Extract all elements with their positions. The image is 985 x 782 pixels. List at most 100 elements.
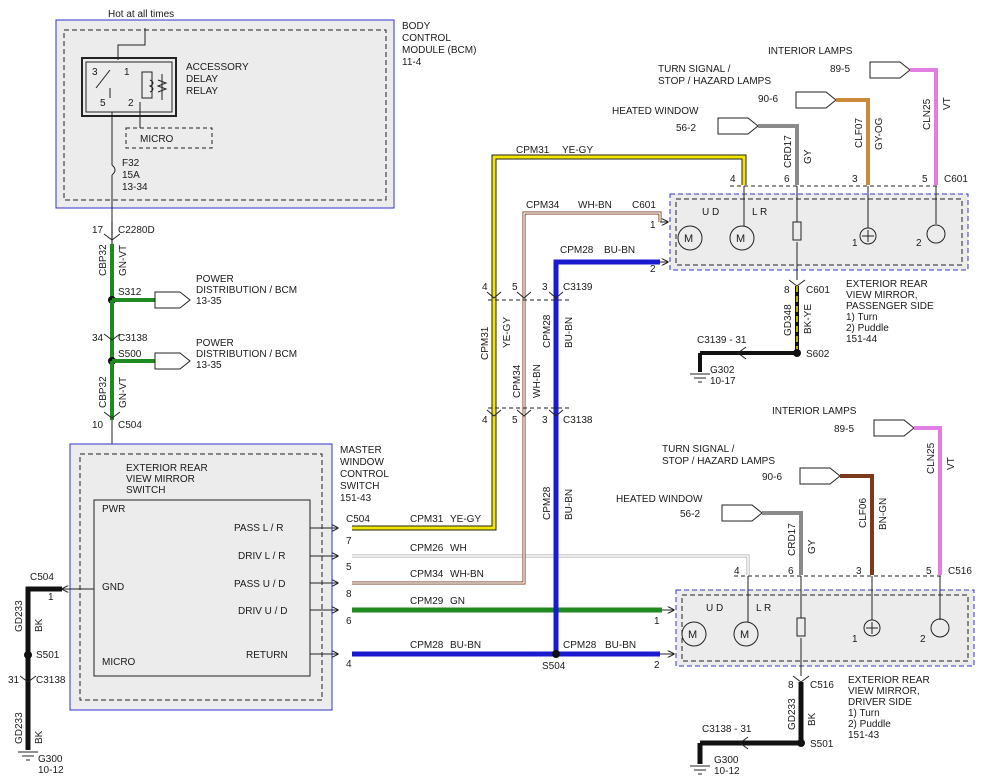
d-heater-element	[796, 617, 806, 637]
out-return: RETURN	[246, 650, 288, 661]
gl-pin31: 31	[8, 675, 20, 686]
c3138-label: C3138	[118, 333, 148, 344]
d-motor-lr	[733, 621, 759, 647]
out-pin-8: 8	[346, 589, 352, 600]
p-g302: G302	[710, 365, 735, 376]
d-motor-ud	[681, 621, 707, 647]
d-c3138-31: C3138 - 31	[702, 724, 752, 735]
d-gy: GY	[807, 539, 818, 554]
gl-g300: G300	[38, 754, 63, 765]
d-interior-lamps: INTERIOR LAMPS	[772, 406, 857, 417]
p-lr: L R	[752, 207, 767, 218]
p-ud: U D	[702, 207, 719, 218]
master-title-1: MASTER	[340, 445, 382, 456]
master-title-3: CONTROL	[340, 469, 389, 480]
relay-pin-1: 1	[124, 67, 130, 78]
p-s602: S602	[806, 349, 830, 360]
sig-cpm31-vert: CPM31	[480, 326, 491, 360]
sig-whbn-top: WH-BN	[578, 200, 612, 211]
c3139-label: C3139	[563, 282, 593, 293]
d-vt: VT	[946, 457, 957, 470]
d-title-4: 1) Turn	[848, 708, 880, 719]
p-pin-6: 6	[784, 174, 790, 185]
sig-yegy-top: YE-GY	[562, 145, 593, 156]
out-pin-4: 4	[346, 659, 352, 670]
gl-c3138: C3138	[36, 675, 66, 686]
p-motor-ud-label: M	[684, 233, 693, 245]
p-c601b: C601	[806, 285, 830, 296]
hot-at-all-times-label: Hot at all times	[108, 9, 174, 20]
d-turn-1: TURN SIGNAL /	[662, 444, 735, 455]
sig-cpm31-bottom: CPM31	[410, 514, 444, 525]
gnvt-label-2: GN-VT	[118, 377, 129, 408]
switch-pwr-label: PWR	[102, 504, 125, 515]
relay-title-2: DELAY	[186, 74, 218, 85]
c3138-right-label: C3138	[563, 415, 593, 426]
bcm-module: Hot at all times BODY CONTROL MODULE (BC…	[55, 9, 476, 222]
c3138-pin-3: 3	[542, 415, 548, 426]
p-vt: VT	[942, 97, 953, 110]
d-c516-top: C516	[948, 566, 972, 577]
p-heated: HEATED WINDOW	[612, 106, 699, 117]
pd1-title-2: DISTRIBUTION / BCM	[196, 285, 297, 296]
d-cln25: CLN25	[926, 442, 937, 474]
master-title-4: SWITCH	[340, 481, 379, 492]
accessory-delay-relay: 3 1 5 2	[81, 28, 177, 128]
d-pin-4: 4	[734, 566, 740, 577]
pd2-title-3: 13-35	[196, 360, 222, 371]
c3139-pin-4: 4	[482, 282, 488, 293]
gl-gd233-1: GD233	[14, 600, 25, 632]
d-pin-5: 5	[926, 566, 932, 577]
d-interior-ref: 89-5	[834, 424, 854, 435]
p-g302-ref: 10-17	[710, 376, 736, 387]
d-clf06: CLF06	[858, 498, 869, 528]
p-c3139-31: C3139 - 31	[697, 335, 747, 346]
relay-pin-3: 3	[92, 67, 98, 78]
sig-bubn-vert2: BU-BN	[564, 489, 575, 520]
d-turn-lamp	[863, 619, 881, 637]
fuse-ref: 13-34	[122, 182, 148, 193]
gl-pin1: 1	[48, 592, 54, 603]
d-lamp-1: 1	[852, 634, 858, 645]
p-gyog: GY-OG	[874, 117, 885, 150]
bcm-micro-label: MICRO	[140, 134, 174, 145]
p-interior-ref: 89-5	[830, 64, 850, 75]
p-turn-2: STOP / HAZARD LAMPS	[658, 76, 771, 87]
master-c504: C504	[346, 514, 370, 525]
c504-label-top: C504	[118, 420, 142, 431]
out-driv-ud: DRIV U / D	[238, 606, 287, 617]
d-heated-ref: 56-2	[680, 509, 700, 520]
c3138-pin: 34	[92, 333, 104, 344]
c3138-connector: 4 5 3 C3138	[482, 407, 593, 426]
p-clf07: CLF07	[854, 118, 865, 148]
p-title-5: 2) Puddle	[846, 323, 889, 334]
out-pin-5: 5	[346, 562, 352, 573]
d-title-1: EXTERIOR REAR	[848, 675, 930, 686]
cbp32-label-2: CBP32	[98, 376, 109, 408]
d-heated-arrow	[721, 504, 763, 522]
d-title-5: 2) Puddle	[848, 719, 891, 730]
p-input-pin1: 1	[650, 220, 656, 231]
bcm-title-2: CONTROL	[402, 33, 451, 44]
c3139-pin-5: 5	[512, 282, 518, 293]
sig-wh: WH	[450, 543, 467, 554]
d-motor-ud-label: M	[688, 629, 697, 641]
d-pin-6: 6	[788, 566, 794, 577]
c3139-pin-3: 3	[542, 282, 548, 293]
c2280d-pin: 17	[92, 225, 104, 236]
sig-bubn-bottom: BU-BN	[450, 640, 481, 651]
sig-bubn-top: BU-BN	[604, 245, 635, 256]
d-interior-arrow	[873, 419, 915, 437]
p-turn-lamp	[859, 227, 877, 245]
p-input-pin2: 2	[650, 264, 656, 275]
p-interior-lamps: INTERIOR LAMPS	[768, 46, 853, 57]
p-turn-arrow	[795, 91, 837, 109]
s504-splice	[552, 650, 560, 658]
d-bk: BK	[807, 712, 818, 726]
p-heater-element	[792, 221, 802, 241]
sig-cpm28-vert2: CPM28	[542, 486, 553, 520]
d-title-3: DRIVER SIDE	[848, 697, 912, 708]
fuse-15a: 15A	[122, 170, 140, 181]
c2280d-label: C2280D	[118, 225, 155, 236]
p-heated-ref: 56-2	[676, 123, 696, 134]
